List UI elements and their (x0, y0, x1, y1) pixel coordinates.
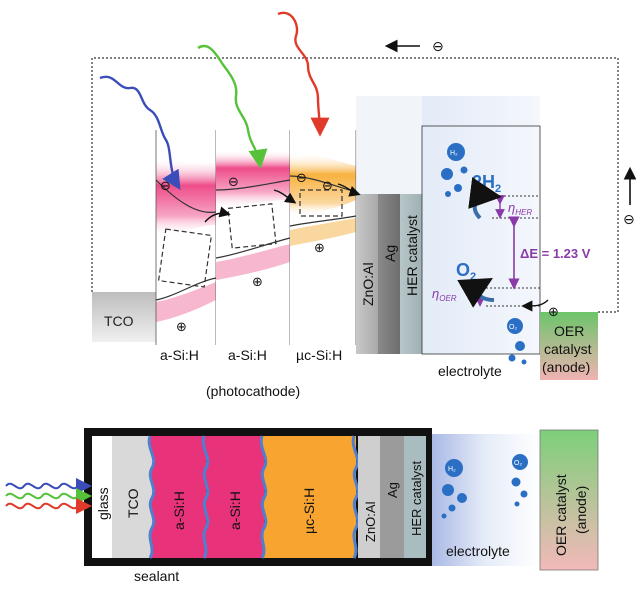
o2-product-label: O2 (456, 260, 476, 283)
delta-e-label: ΔE = 1.23 V (520, 246, 591, 261)
o2-bubble-label: O₂ (509, 324, 517, 331)
tco-layer-bottom (112, 436, 154, 558)
ucsi-label: µc-Si:H (296, 347, 342, 363)
oer-catalyst-box (540, 312, 598, 380)
blue-light-ray (99, 75, 181, 191)
o2-bubbles-bottom: O₂ (511, 454, 528, 507)
photocathode-label: (photocathode) (206, 383, 300, 399)
electron-ucsi2: ⊖ (322, 178, 333, 193)
asi1-label-bottom: a-Si:H (171, 491, 187, 530)
her-label-bottom: HER catalyst (409, 460, 424, 536)
eta-oer-label: ηOER (432, 286, 457, 303)
oer-label-bottom-2: (anode) (573, 486, 589, 534)
red-light-ray (277, 11, 330, 137)
tco-layer (92, 292, 156, 342)
electron-sign-right: ⊖ (623, 211, 635, 227)
ag-layer-bottom (380, 436, 404, 558)
oer-label-1: OER (554, 323, 584, 339)
electron-asi1: ⊖ (160, 178, 171, 193)
h2-bubble-label: H₂ (450, 150, 458, 157)
electron-ucsi1: ⊖ (296, 170, 307, 185)
zno-layer-bottom (358, 436, 380, 558)
eta-her-label: ηHER (508, 200, 532, 217)
asi-layer-2 (215, 130, 291, 350)
her-layer-bottom (404, 436, 426, 558)
h2-bubbles: H₂ (441, 143, 468, 197)
hole-oer: ⊕ (548, 304, 559, 319)
h2-bubble-label-bottom: H₂ (448, 466, 456, 473)
asi1-layer-bottom (149, 436, 206, 558)
ucsi-layer-bottom (261, 436, 356, 558)
o2-bubble-label-bottom: O₂ (514, 460, 522, 467)
oer-label-bottom-1: OER catalyst (553, 474, 569, 556)
sealant-label: sealant (134, 568, 179, 584)
her-layer (400, 194, 422, 354)
electrolyte-label: electrolyte (438, 363, 502, 379)
ag-layer (378, 194, 400, 354)
glass-layer (92, 436, 112, 558)
ucsi-label-bottom: µc-Si:H (301, 488, 317, 534)
electron-asi2: ⊖ (228, 174, 239, 189)
electron-sign-top: ⊖ (432, 38, 444, 54)
hole-asi2: ⊕ (252, 274, 263, 289)
ag-label-bottom: Ag (385, 482, 400, 498)
oer-label-3: (anode) (542, 359, 590, 375)
green-light-ray-bottom (5, 488, 92, 504)
asi2-label: a-Si:H (228, 347, 267, 363)
zno-label: ZnO:Al (360, 262, 376, 306)
hole-ucsi: ⊕ (314, 240, 325, 255)
ag-label: Ag (382, 245, 398, 262)
tco-label-bottom: TCO (125, 488, 141, 518)
o2-bubbles: O₂ (507, 318, 527, 365)
device-cross-section: glass TCO a-Si:H a-Si:H µc-Si:H ZnO:Al A… (5, 428, 599, 584)
red-light-ray-bottom (5, 498, 92, 514)
asi2-label-bottom: a-Si:H (227, 491, 243, 530)
band-diagram: ⊖ ⊖ TCO (91, 11, 636, 399)
glass-label: glass (95, 487, 111, 520)
oer-catalyst-box-bottom (539, 429, 599, 571)
her-label: HER catalyst (404, 215, 420, 296)
external-circuit-wire (91, 57, 619, 313)
tco-label: TCO (104, 313, 134, 329)
asi1-label: a-Si:H (160, 347, 199, 363)
blue-light-ray-bottom (5, 478, 92, 494)
electrolyte-label-bottom: electrolyte (446, 543, 510, 559)
electrolyte-region (422, 96, 540, 354)
hole-asi1: ⊕ (176, 319, 187, 334)
asi2-layer-bottom (203, 436, 264, 558)
green-light-ray (197, 44, 268, 169)
zno-label-bottom: ZnO:Al (363, 501, 378, 542)
h2-bubbles-bottom: H₂ (441, 459, 467, 519)
asi-layer-1 (155, 130, 217, 350)
oer-label-2: catalyst (544, 341, 592, 357)
zno-layer (356, 194, 378, 354)
